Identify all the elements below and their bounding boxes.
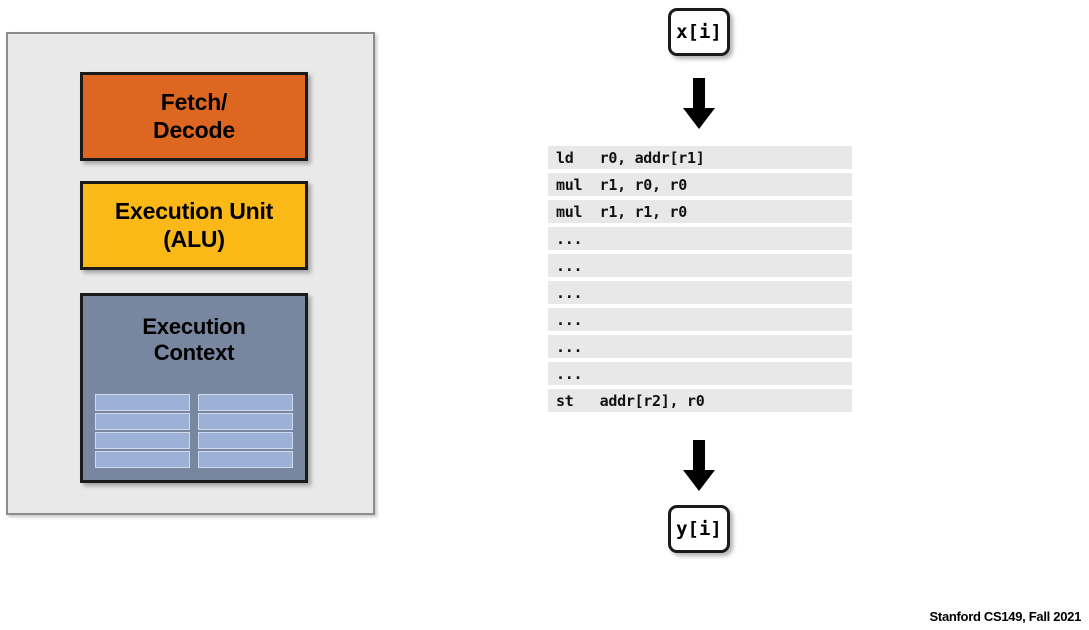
instruction-list: ld r0, addr[r1] mul r1, r0, r0 mul r1, r…: [548, 146, 852, 412]
instruction-row: ...: [548, 362, 852, 385]
execution-unit-label: Execution Unit (ALU): [114, 198, 274, 252]
register-column-left: [95, 394, 190, 468]
output-value-box: y[i]: [668, 505, 730, 553]
execution-unit-block: Execution Unit (ALU): [80, 181, 308, 270]
instruction-row: mul r1, r0, r0: [548, 173, 852, 196]
execution-context-label: Execution Context: [142, 314, 246, 365]
fetch-decode-label: Fetch/ Decode: [153, 89, 235, 143]
register-column-right: [198, 394, 293, 468]
register-cell: [198, 451, 293, 468]
instruction-row: ...: [548, 308, 852, 331]
register-cell: [198, 432, 293, 449]
instruction-row: ...: [548, 281, 852, 304]
instruction-row: ...: [548, 227, 852, 250]
register-cell: [95, 394, 190, 411]
instruction-row: ...: [548, 254, 852, 277]
processor-core-panel: Fetch/ Decode Execution Unit (ALU) Execu…: [6, 32, 375, 515]
instruction-row: mul r1, r1, r0: [548, 200, 852, 223]
instruction-row: st addr[r2], r0: [548, 389, 852, 412]
register-grid: [95, 394, 293, 468]
register-cell: [198, 394, 293, 411]
instruction-row: ...: [548, 335, 852, 358]
register-cell: [95, 413, 190, 430]
down-arrow-icon: [683, 440, 715, 491]
register-cell: [198, 413, 293, 430]
input-value-box: x[i]: [668, 8, 730, 56]
register-cell: [95, 432, 190, 449]
fetch-decode-block: Fetch/ Decode: [80, 72, 308, 161]
execution-context-block: Execution Context: [80, 293, 308, 483]
down-arrow-icon: [683, 78, 715, 129]
register-cell: [95, 451, 190, 468]
instruction-stream: x[i] ld r0, addr[r1] mul r1, r0, r0 mul …: [548, 0, 852, 630]
instruction-row: ld r0, addr[r1]: [548, 146, 852, 169]
footer-attribution: Stanford CS149, Fall 2021: [929, 609, 1082, 624]
